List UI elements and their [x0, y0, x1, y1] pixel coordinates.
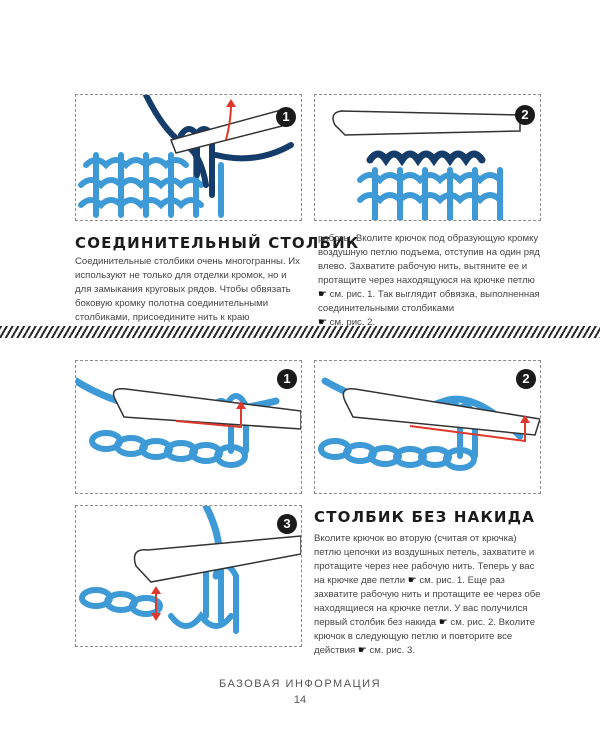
section-heading-slip-stitch: СОЕДИНИТЕЛЬНЫЙ СТОЛБИК: [75, 234, 360, 252]
pointer-icon: ☛: [357, 645, 367, 656]
figure-single-crochet-3: 3: [75, 505, 302, 647]
figure-single-crochet-1: 1: [75, 360, 302, 494]
section-heading-single-crochet: СТОЛБИК БЕЗ НАКИДА: [314, 508, 536, 526]
section1-col2-text-1: работы. Вколите крючок под образующую кр…: [318, 233, 540, 286]
pointer-icon: ☛: [318, 289, 327, 300]
section2-ref-3: см. рис. 3.: [369, 645, 416, 656]
single-crochet-illustration-2: [318, 377, 540, 471]
section2-text-1: Вколите крючок во вторую (считая от крюч…: [314, 533, 535, 586]
page-number: 14: [293, 694, 307, 706]
section2-text-3: Вколите крючок в следующую петлю и повто…: [314, 617, 536, 656]
step-badge-1: 1: [277, 369, 297, 389]
slip-stitch-illustration-2: [332, 110, 521, 220]
figure-single-crochet-2: 2: [314, 360, 541, 494]
single-crochet-illustration-3: [79, 506, 301, 634]
single-crochet-illustration-1: [76, 377, 301, 468]
section2-ref-1: см. рис. 1.: [419, 575, 465, 586]
section2-text-2: Еще раз захватите рабочую нить и протащи…: [314, 575, 541, 628]
step-badge-2: 2: [515, 105, 535, 125]
pointer-icon: ☛: [407, 575, 417, 586]
section1-paragraph-col1: Соединительные столбики очень многогранн…: [75, 256, 300, 323]
section2-paragraph: Вколите крючок во вторую (считая от крюч…: [314, 532, 542, 658]
step-badge-1: 1: [276, 107, 296, 127]
section1-ref-2: см. рис. 2.: [329, 317, 376, 328]
section1-col2-text-2: Так выглядит обвязка, выполненная соедин…: [318, 289, 540, 314]
section-divider: [0, 326, 600, 338]
figure-slip-stitch-2: 2: [314, 94, 541, 221]
section1-ref-1: см. рис. 1.: [329, 289, 376, 300]
slip-stitch-illustration-1: [78, 95, 294, 218]
footer-section-title: БАЗОВАЯ ИНФОРМАЦИЯ: [218, 678, 382, 690]
pointer-icon: ☛: [438, 617, 448, 628]
figure-slip-stitch-1: 1: [75, 94, 302, 221]
step-badge-2: 2: [516, 369, 536, 389]
section2-ref-2: см. рис. 2.: [450, 617, 496, 628]
section1-paragraph-col2: работы. Вколите крючок под образующую кр…: [318, 232, 543, 330]
step-badge-3: 3: [277, 514, 297, 534]
pointer-icon: ☛: [318, 317, 327, 328]
